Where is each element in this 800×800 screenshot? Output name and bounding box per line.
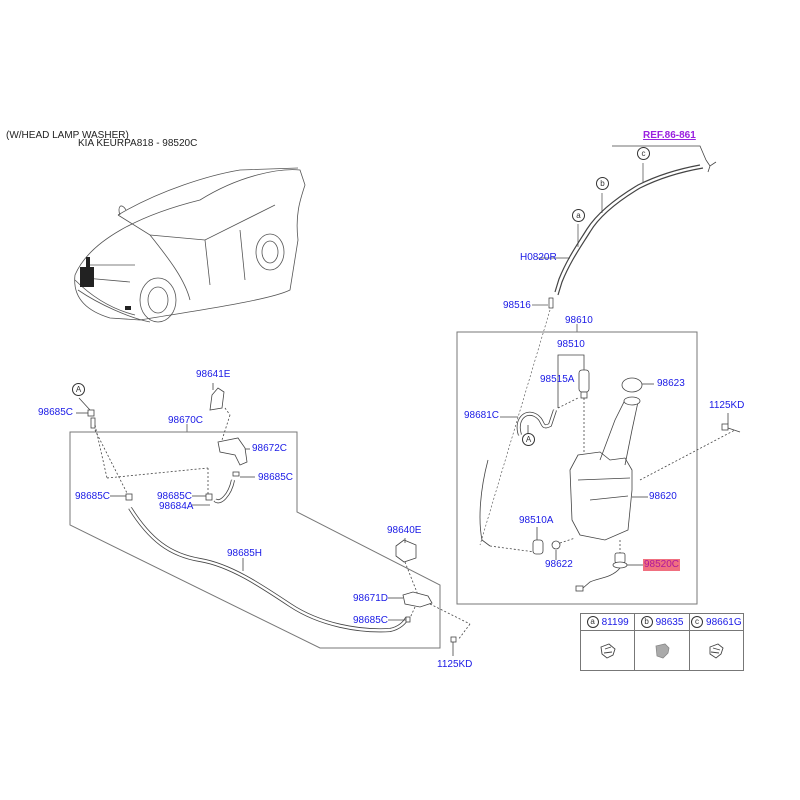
part-label-1125kd-bottom[interactable]: 1125KD xyxy=(437,659,473,670)
callout-A-tank: A xyxy=(522,433,535,446)
clip-98661g-icon xyxy=(709,642,724,659)
legend-letter-c: c xyxy=(691,616,704,628)
legend-cell-b[interactable]: b 98635 xyxy=(635,614,690,670)
part-label-98685c-right[interactable]: 98685C xyxy=(258,472,294,483)
part-label-1125kd-right[interactable]: 1125KD xyxy=(709,400,745,411)
clip-81199-icon xyxy=(600,642,616,659)
clip-98635-icon xyxy=(655,643,670,658)
part-label-98510[interactable]: 98510 xyxy=(557,339,585,350)
part-label-98685c-bottom[interactable]: 98685C xyxy=(353,615,389,626)
part-label-98623[interactable]: 98623 xyxy=(657,378,685,389)
washer-hose-h0820r xyxy=(479,163,704,546)
reference-link[interactable]: REF.86-861 xyxy=(643,130,696,141)
car-illustration xyxy=(74,167,306,323)
diagram-subtitle: KIA KEURPA818 - 98520C xyxy=(78,138,198,149)
headlamp-washer-frame xyxy=(69,424,441,649)
headlamp-washer-parts xyxy=(76,383,471,656)
part-label-98622[interactable]: 98622 xyxy=(545,559,573,570)
part-label-98685h[interactable]: 98685H xyxy=(227,548,263,559)
part-label-98610[interactable]: 98610 xyxy=(565,315,593,326)
washer-location-marker xyxy=(80,257,131,310)
callout-A-hose: A xyxy=(72,383,85,396)
part-label-98620[interactable]: 98620 xyxy=(649,491,677,502)
callout-c: c xyxy=(637,147,650,160)
part-label-h0820r[interactable]: H0820R xyxy=(520,252,557,263)
part-label-98684a[interactable]: 98684A xyxy=(159,501,194,512)
part-label-98670c[interactable]: 98670C xyxy=(168,415,204,426)
part-label-98640e[interactable]: 98640E xyxy=(387,525,422,536)
clip-legend-table: a 81199 b 98635 c 98661G xyxy=(580,613,744,671)
callout-a: a xyxy=(572,209,585,222)
legend-letter-b: b xyxy=(640,616,653,628)
legend-cell-a[interactable]: a 81199 xyxy=(581,614,636,670)
part-label-98685c-top[interactable]: 98685C xyxy=(38,407,74,418)
part-label-98516[interactable]: 98516 xyxy=(503,300,531,311)
callout-b: b xyxy=(596,177,609,190)
legend-part-c[interactable]: 98661G xyxy=(706,616,742,628)
part-label-98641e[interactable]: 98641E xyxy=(196,369,231,380)
reference-leader xyxy=(612,145,717,173)
part-label-98681c[interactable]: 98681C xyxy=(464,410,500,421)
reservoir-assembly-frame xyxy=(456,324,698,605)
legend-cell-c[interactable]: c 98661G xyxy=(689,614,743,670)
part-label-98520c-highlighted[interactable]: 98520C xyxy=(643,559,681,571)
part-label-98510a[interactable]: 98510A xyxy=(519,515,554,526)
reservoir-parts xyxy=(479,354,741,592)
legend-letter-a: a xyxy=(586,616,599,628)
diagram-title: (W/HEAD LAMP WASHER) xyxy=(6,130,129,141)
legend-part-a[interactable]: 81199 xyxy=(601,616,629,628)
part-label-98515a[interactable]: 98515A xyxy=(540,374,575,385)
part-label-98685c-mid[interactable]: 98685C xyxy=(157,491,193,502)
legend-part-b[interactable]: 98635 xyxy=(655,616,684,628)
part-label-98671d[interactable]: 98671D xyxy=(353,593,389,604)
part-label-98685c-left[interactable]: 98685C xyxy=(75,491,111,502)
part-label-98672c[interactable]: 98672C xyxy=(252,443,288,454)
